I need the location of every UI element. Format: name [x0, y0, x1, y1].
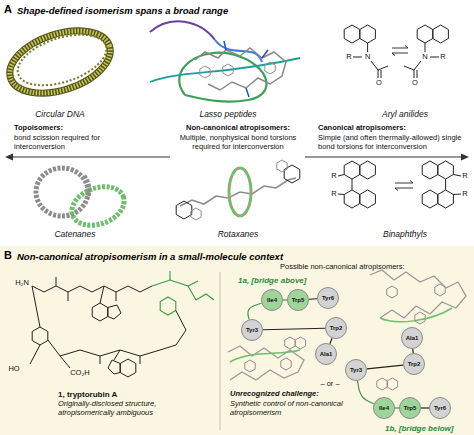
text-label: Circular DNA [20, 110, 100, 120]
residue-name: Tyr3 [246, 327, 258, 333]
panel-title: Non-canonical atropisomerism in a small-… [17, 251, 283, 262]
text-label: Synthetic control of non-canonical atrop… [230, 400, 350, 417]
residue-name: Trp2 [330, 325, 343, 331]
residue-circle: Tyr6 [429, 397, 451, 419]
residue-circle: Tyr6 [317, 287, 339, 309]
residue-circle: Ala1 [401, 327, 423, 349]
residue-circle: Ala1 [315, 343, 337, 365]
residue-name: Ala1 [406, 335, 419, 341]
atom-label: R [328, 171, 340, 181]
atom-label: H₂N [10, 278, 34, 288]
text-label: 1a, [bridge above] [238, 276, 338, 285]
text-label: Rotaxanes [198, 230, 278, 240]
atom-label: R [459, 171, 471, 181]
residue-circle: Trp5 [399, 397, 421, 419]
atom-label: R [328, 189, 340, 199]
residue-circle: Ile4 [261, 289, 283, 311]
text-label: 1, tryptorubin A [58, 390, 208, 399]
text-label: Topoisomers: [14, 124, 174, 133]
residue-name: Tyr6 [322, 295, 334, 301]
residue-circle: Trp2 [325, 317, 347, 339]
text-label: Possible non-canonical atropisomers: [280, 263, 470, 272]
residue-name: Ala1 [320, 351, 333, 357]
panel-letter: B [4, 249, 12, 261]
panel-title: Shape-defined isomerism spans a broad ra… [17, 5, 228, 16]
text-label: Multiple, nonphysical bond torsions requ… [168, 134, 308, 151]
residue-name: Ile4 [379, 405, 389, 411]
residue-name: Ile4 [267, 297, 277, 303]
text-label: Non-canonical atropisomers: [163, 124, 313, 133]
text-label: Binaphthyls [365, 230, 445, 240]
atom-label: N [419, 52, 431, 62]
residue-name: Tyr3 [350, 367, 362, 373]
text-label: Originally-disclosed structure, atropiso… [58, 400, 208, 417]
residue-circle: Tyr3 [345, 359, 367, 381]
atom-label: HO [4, 364, 24, 374]
text-label: Canonical atropisomers: [318, 124, 468, 133]
panel-letter: A [4, 3, 12, 15]
residue-name: Tyr6 [434, 405, 446, 411]
panel-divider [220, 272, 221, 430]
text-label: bond scission required for interconversi… [14, 134, 134, 151]
atom-label: R [459, 189, 471, 199]
residue-circle: Tyr3 [241, 319, 263, 341]
direction-arrow [305, 156, 462, 157]
atom-label: R [437, 52, 449, 62]
atom-label: O [409, 78, 421, 88]
direction-arrow [12, 156, 170, 157]
panel-divider [220, 272, 221, 430]
residue-circle: Trp2 [403, 353, 425, 375]
residue-circle: Ile4 [373, 397, 395, 419]
text-label: Aryl anilides [360, 110, 450, 120]
residue-name: Trp5 [292, 297, 305, 303]
residue-circle: Trp5 [287, 289, 309, 311]
text-label: – or – [315, 380, 345, 389]
residue-name: Trp5 [404, 405, 417, 411]
atom-label: O [373, 78, 385, 88]
text-label: Catenanes [35, 230, 115, 240]
residue-name: Trp2 [408, 361, 421, 367]
text-label: Lasso peptides [183, 110, 273, 120]
text-label: Unrecognized challenge: [230, 390, 360, 399]
atom-label: N [362, 52, 374, 62]
atom-label: R [343, 52, 355, 62]
text-label: 1b, [bridge below] [385, 424, 474, 433]
text-label: Simple (and often thermally-allowed) sin… [318, 134, 468, 151]
atom-label: CO₂H [67, 368, 93, 378]
